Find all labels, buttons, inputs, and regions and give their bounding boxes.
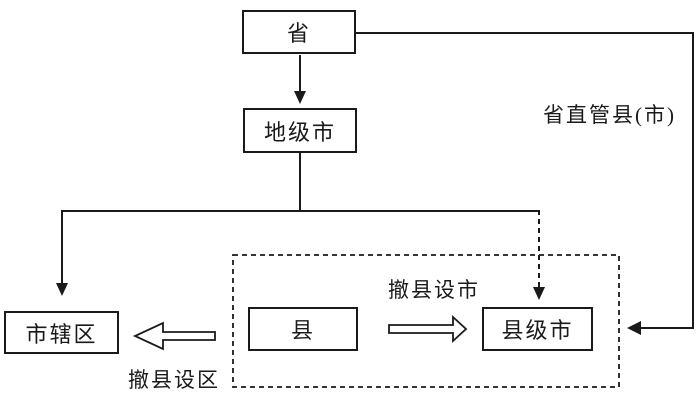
branch-to-district-arrowhead	[56, 283, 68, 296]
province-direct-line	[356, 32, 694, 329]
label-county-to-city: 撤县设市	[388, 278, 480, 302]
province-to-prefecture-arrowhead	[294, 91, 306, 104]
node-county: 县	[248, 307, 358, 351]
branch-to-county-city-arrowhead	[533, 287, 545, 300]
node-county-level-city-label: 县级市	[501, 318, 574, 343]
node-prefecture-city-label: 地级市	[263, 119, 336, 145]
node-county-label: 县	[290, 318, 315, 343]
province-direct-arrowhead	[627, 321, 641, 335]
node-prefecture-city: 地级市	[243, 108, 357, 153]
node-municipal-district-label: 市辖区	[25, 321, 98, 347]
county-to-district-hollow-arrow	[132, 321, 216, 351]
label-province-managed-county: 省直管县(市)	[543, 103, 676, 127]
node-province: 省	[242, 10, 356, 54]
label-county-to-district: 撤县设区	[128, 368, 220, 392]
node-county-level-city: 县级市	[482, 307, 593, 351]
node-municipal-district: 市辖区	[4, 311, 119, 354]
county-to-city-hollow-arrow	[388, 314, 468, 344]
node-province-label: 省	[286, 21, 311, 46]
county-group-dashed-box	[232, 254, 620, 388]
